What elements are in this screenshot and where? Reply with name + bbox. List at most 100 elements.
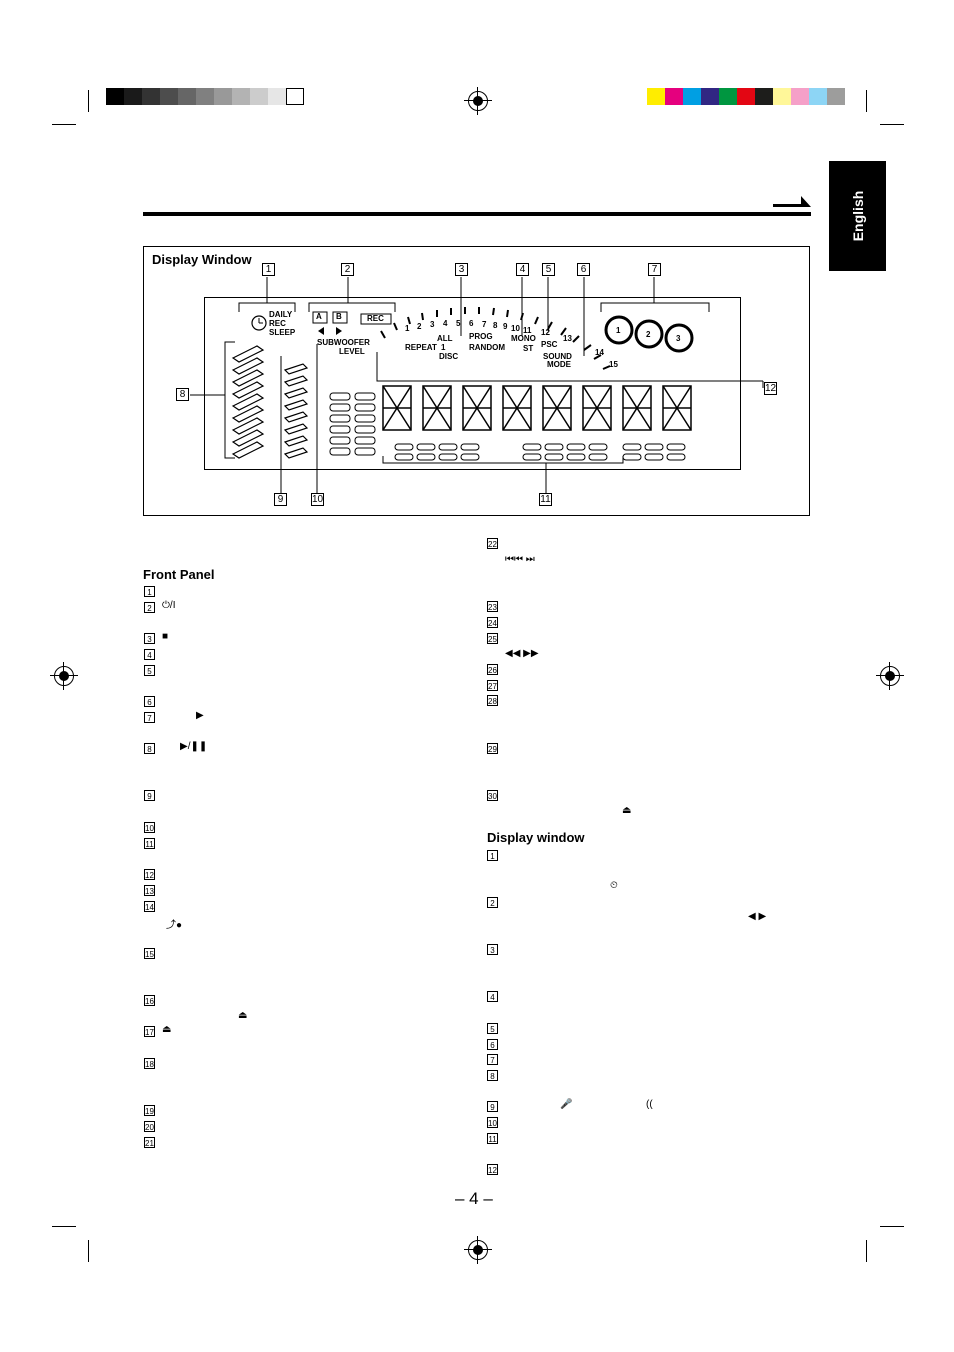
registration-mark-bottom [464, 1236, 492, 1264]
fp-item-5: 5 [144, 665, 155, 676]
lcd-tape-b: B [336, 312, 342, 321]
fp-item-1: 1 [144, 586, 155, 597]
fp-item-11: 11 [144, 838, 155, 849]
header-rule [143, 212, 811, 216]
fp-item-30: 30 [487, 790, 498, 801]
lcd-prog: PROG [469, 332, 493, 341]
dw-item-10: 10 [487, 1117, 498, 1128]
lcd-track-5: 5 [456, 319, 461, 328]
callout-5: 5 [542, 263, 555, 276]
fp-item-12: 12 [144, 869, 155, 880]
dw-item-5: 5 [487, 1023, 498, 1034]
fp-item-25: 25 [487, 633, 498, 644]
callout-12: 12 [764, 382, 777, 395]
power-icon: ⏻/I [162, 600, 176, 611]
display-window-heading: Display window [487, 830, 585, 845]
lcd-track-9: 9 [503, 322, 508, 331]
one-touch-record-icon: ⤴● [166, 920, 183, 931]
lcd-daily: DAILY [269, 310, 293, 319]
dw-item-12: 12 [487, 1164, 498, 1175]
eject-icon: ⏏ [238, 1010, 248, 1021]
lcd-random: RANDOM [469, 343, 505, 352]
dw-item-9: 9 [487, 1101, 498, 1112]
dw-item-1: 1 [487, 850, 498, 861]
dw-item-3: 3 [487, 944, 498, 955]
dw-item-11: 11 [487, 1133, 498, 1144]
lcd-subwoofer: SUBWOOFER [317, 338, 370, 347]
dw-item-8: 8 [487, 1070, 498, 1081]
fp-item-26: 26 [487, 664, 498, 675]
dw-item-2: 2 [487, 897, 498, 908]
fp-item-3: 3 [144, 633, 155, 644]
timer-icon: ⏲ [610, 880, 618, 891]
lcd-track-11: 11 [523, 326, 532, 335]
front-panel-heading: Front Panel [143, 567, 215, 582]
fp-item-2: 2 [144, 602, 155, 613]
fp-item-6: 6 [144, 696, 155, 707]
tape-direction-icon: ◀ ▶ [748, 911, 767, 922]
fp-item-19: 19 [144, 1105, 155, 1116]
fp-item-7: 7 [144, 712, 155, 723]
lcd-display: DAILY REC SLEEP A B REC ALL REPEAT 1 DIS… [204, 297, 741, 470]
fp-item-16: 16 [144, 995, 155, 1006]
lcd-psc: PSC [541, 340, 558, 349]
lcd-repeat-1: 1 [441, 343, 446, 352]
lcd-track-7: 7 [482, 320, 487, 329]
microphone-icon: 🎤 [560, 1099, 573, 1110]
lcd-segments [231, 307, 694, 461]
lcd-mono: MONO [511, 334, 536, 343]
echo-icon: (( [646, 1099, 653, 1110]
fp-item-10: 10 [144, 822, 155, 833]
fp-item-29: 29 [487, 743, 498, 754]
dw-item-6: 6 [487, 1039, 498, 1050]
fp-item-13: 13 [144, 885, 155, 896]
lcd-track-12: 12 [541, 328, 550, 337]
lcd-tape-a: A [316, 312, 322, 321]
callout-11: 11 [539, 493, 552, 506]
lcd-all: ALL [437, 334, 453, 343]
registration-mark-top [464, 87, 492, 115]
search-icons: ◀◀ ▶▶ [505, 648, 539, 659]
lcd-mode: MODE [547, 360, 571, 369]
lcd-sleep: SLEEP [269, 328, 296, 337]
dw-item-4: 4 [487, 991, 498, 1002]
lcd-disc: DISC [439, 352, 459, 361]
lcd-repeat: REPEAT [405, 343, 437, 352]
callout-3: 3 [455, 263, 468, 276]
lcd-track-2: 2 [417, 322, 422, 331]
fp-item-22: 22 [487, 538, 498, 549]
fp-item-27: 27 [487, 680, 498, 691]
lcd-sound: SOUND [543, 352, 572, 361]
language-tab: English [829, 161, 886, 271]
registration-mark-right [876, 662, 904, 690]
callout-2: 2 [341, 263, 354, 276]
continue-arrow-icon [773, 196, 811, 207]
lcd-rec: REC [269, 319, 286, 328]
fp-item-20: 20 [144, 1121, 155, 1132]
lcd-track-6: 6 [469, 319, 474, 328]
fp-item-9: 9 [144, 790, 155, 801]
callout-4: 4 [516, 263, 529, 276]
page-number: – 4 – [455, 1189, 493, 1208]
fp-item-17: 17 [144, 1026, 155, 1037]
lcd-track-3: 3 [430, 320, 435, 329]
fp-item-8: 8 [144, 743, 155, 754]
leader-lines [190, 277, 764, 494]
dw-item-7: 7 [487, 1054, 498, 1065]
lcd-disc-2: 2 [646, 330, 651, 339]
eject-icon-2: ⏏ [162, 1024, 172, 1035]
play-icon: ▶ [196, 710, 204, 721]
lcd-level: LEVEL [339, 347, 365, 356]
fp-item-24: 24 [487, 617, 498, 628]
play-pause-icon: ▶/❚❚ [180, 741, 208, 752]
fp-item-28: 28 [487, 695, 498, 706]
lcd-track-13: 13 [563, 334, 572, 343]
lcd-track-10: 10 [511, 324, 520, 333]
fp-item-23: 23 [487, 601, 498, 612]
display-window-figure: Display Window [143, 246, 810, 516]
lcd-track-4: 4 [443, 319, 448, 328]
lcd-track-1: 1 [405, 324, 410, 333]
callout-8: 8 [176, 388, 189, 401]
skip-icons: ⏮⏮ ⏭ [505, 554, 535, 565]
lcd-tape-rec: REC [367, 314, 384, 323]
